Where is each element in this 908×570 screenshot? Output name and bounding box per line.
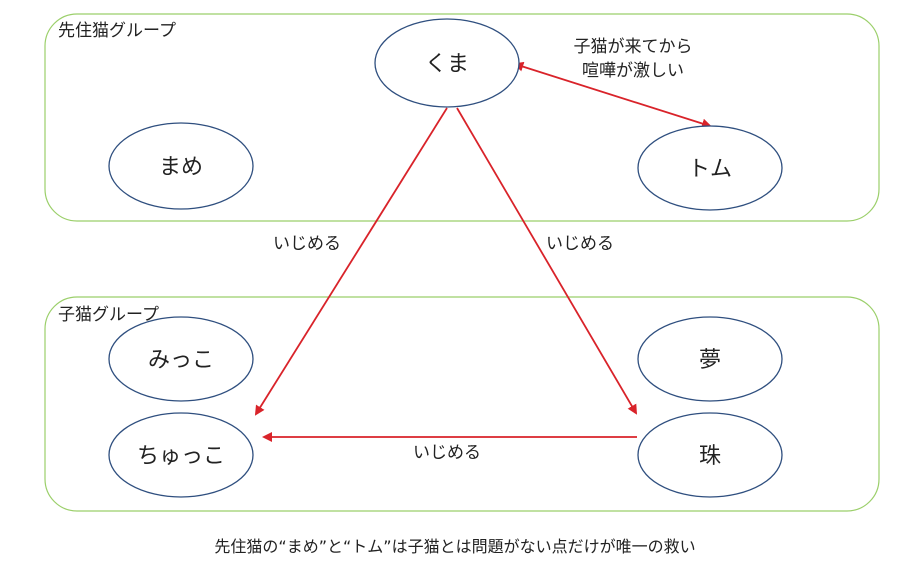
node-chukko: ちゅっこ (108, 412, 254, 498)
node-kuma: くま (374, 18, 520, 108)
node-mikko-label: みっこ (148, 348, 214, 373)
arrow-kuma-tomu (513, 61, 712, 129)
group-label-senju: 先住猫グループ (58, 21, 176, 41)
node-kuma-label: くま (425, 52, 469, 77)
node-tama: 珠 (637, 412, 783, 498)
group-box-senju (44, 13, 880, 222)
group-box-koneko (44, 296, 880, 512)
note-line-2: 喧嘩が激しい (582, 61, 684, 81)
node-yume-label: 夢 (699, 348, 721, 373)
node-yume: 夢 (637, 316, 783, 402)
node-tomu-label: トム (688, 157, 732, 182)
note-line-1: 子猫が来てから (574, 37, 693, 57)
node-tomu: トム (637, 125, 783, 211)
group-label-koneko: 子猫グループ (58, 305, 159, 325)
caption: 先住猫の“まめ”と“トム”は子猫とは問題がない点だけが唯一の救い (214, 537, 695, 556)
edge-label-kuma-chukko: いじめる (273, 234, 341, 254)
node-mame: まめ (108, 122, 254, 210)
arrow-kuma-tama (456, 107, 638, 415)
node-tama-label: 珠 (699, 444, 721, 469)
edge-label-tama-chukko: いじめる (413, 443, 481, 463)
node-chukko-label: ちゅっこ (137, 444, 225, 469)
node-mikko: みっこ (108, 316, 254, 402)
node-mame-label: まめ (159, 155, 203, 180)
edge-label-kuma-tama: いじめる (546, 234, 614, 254)
arrow-kuma-chukko (254, 107, 448, 416)
